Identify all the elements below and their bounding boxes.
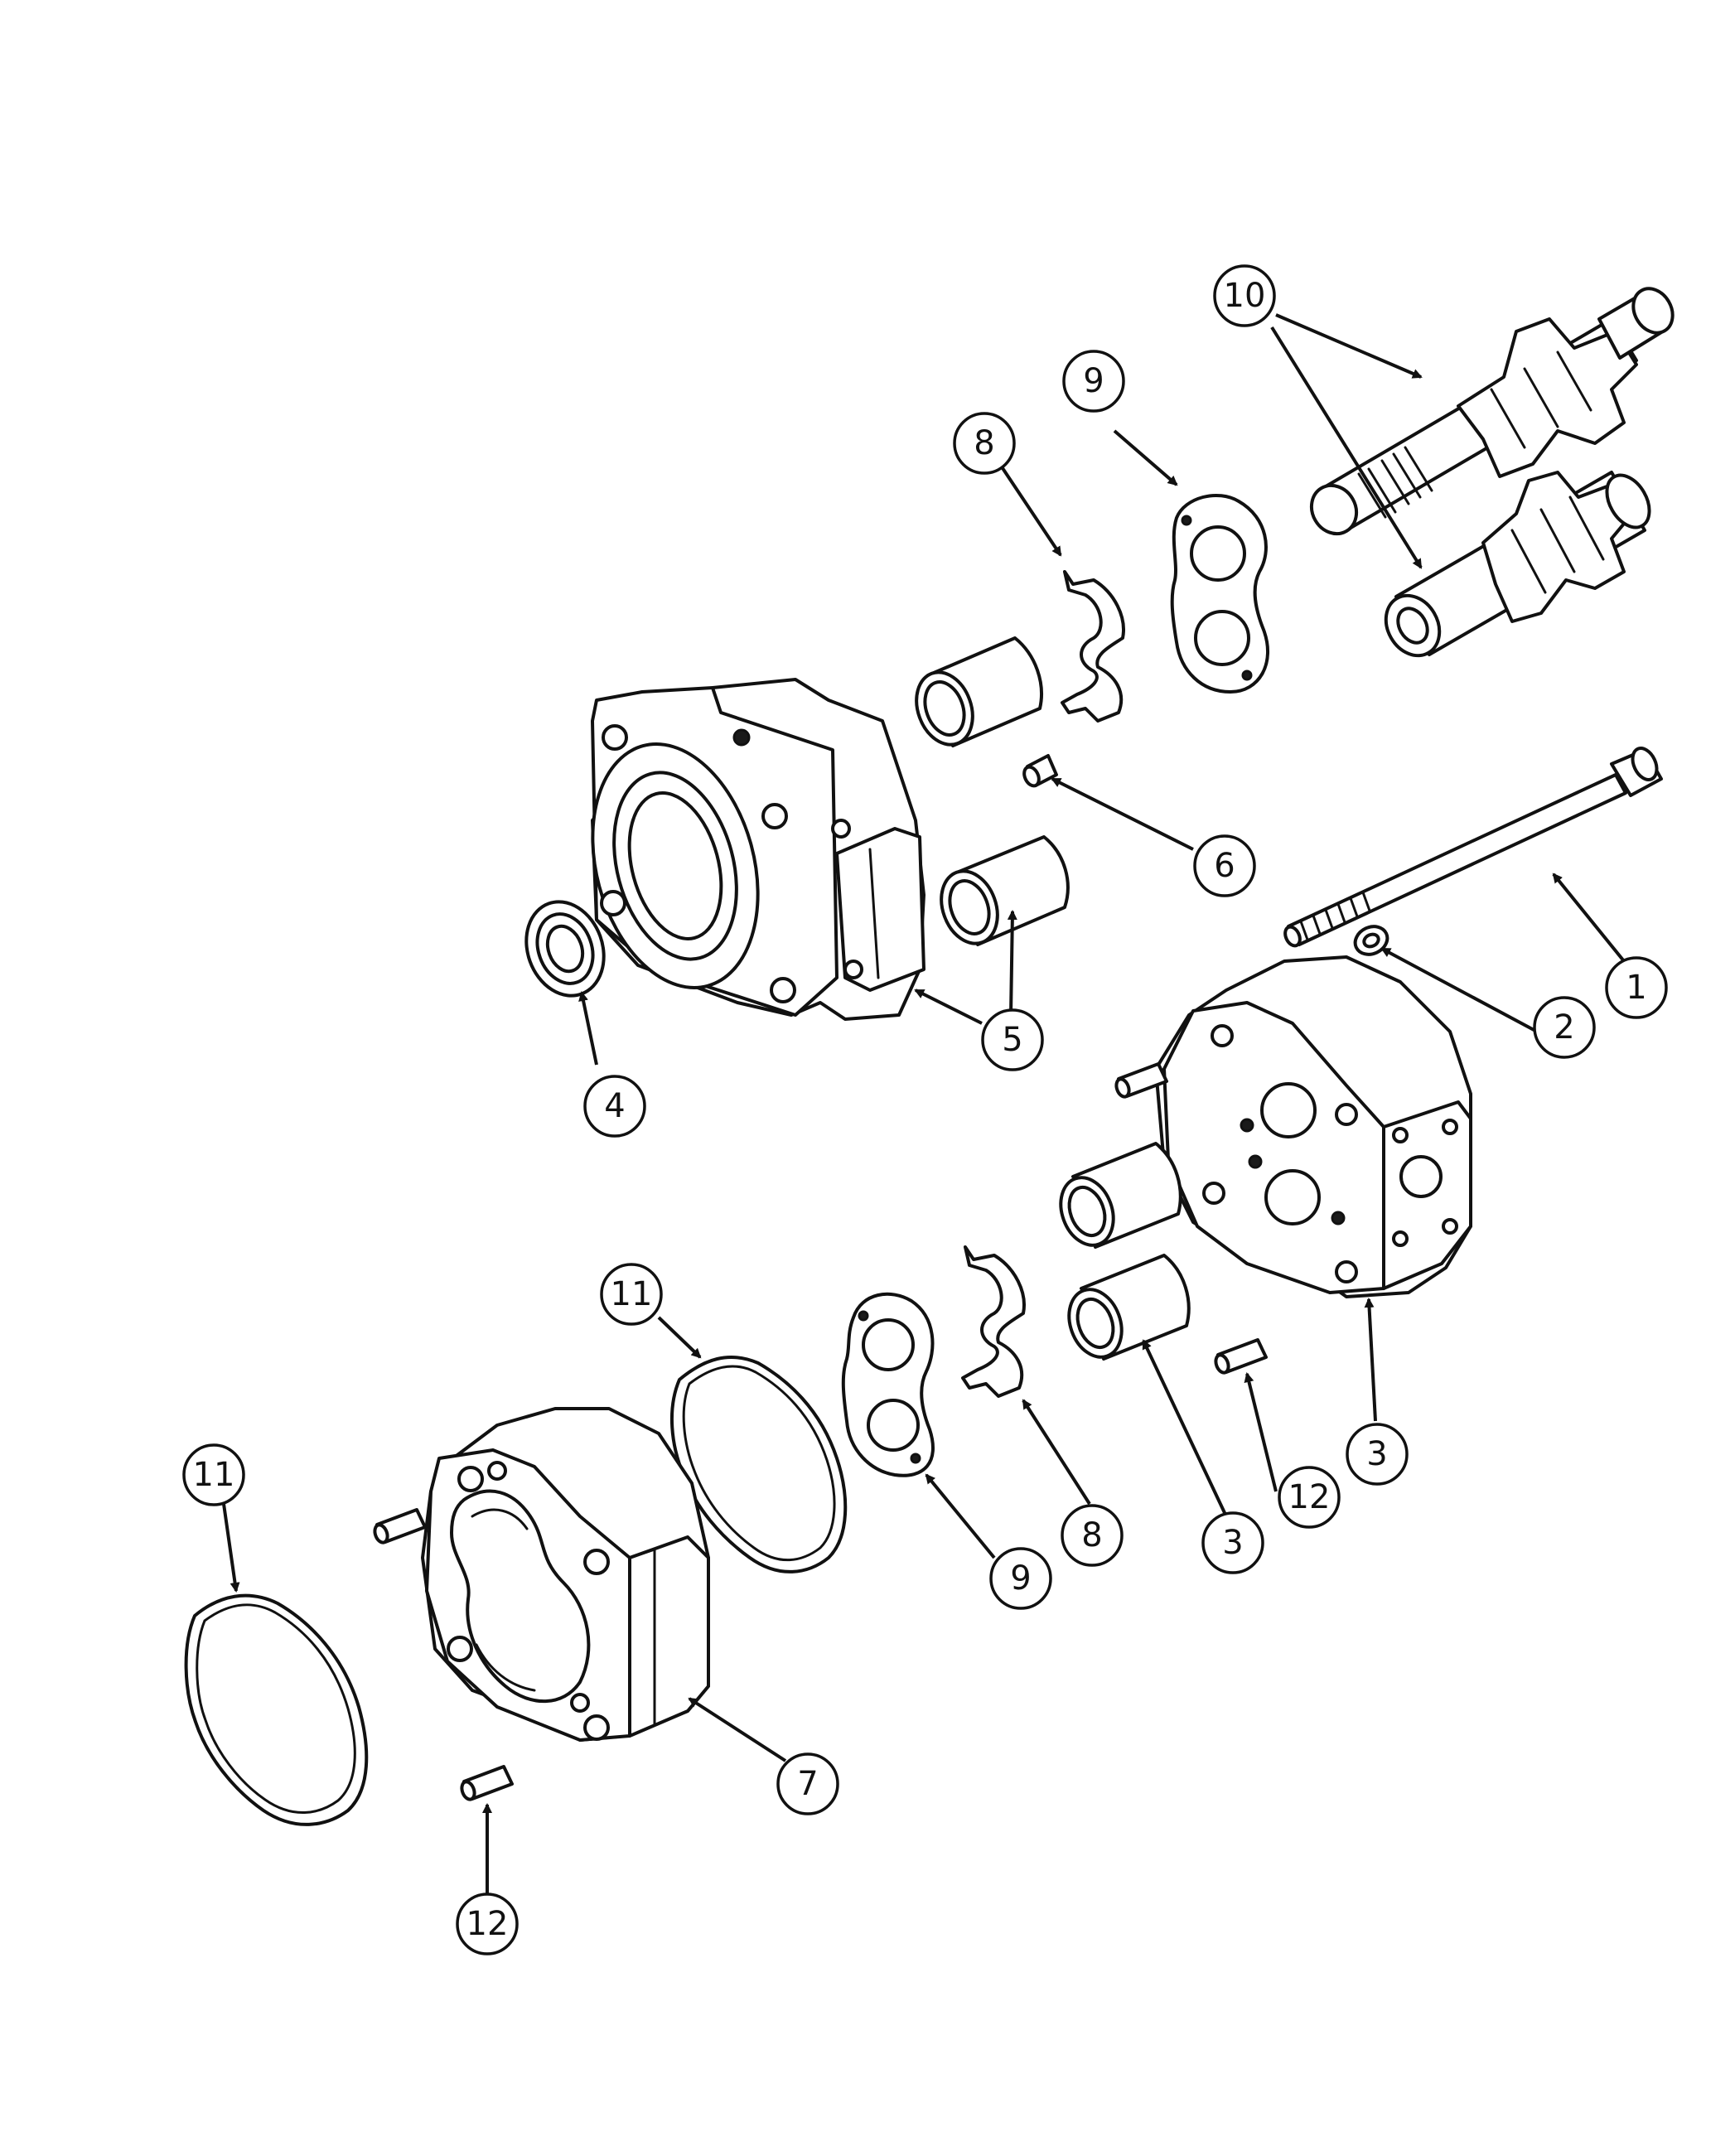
rear-cover: [1154, 955, 1472, 1298]
callout-8-lower: 8: [1061, 1504, 1124, 1567]
front-flange-housing: [591, 678, 925, 1021]
lower-wear-plate: [841, 1292, 935, 1477]
callout-11-middle: 11: [600, 1263, 663, 1326]
callout-2-label: 2: [1554, 1008, 1574, 1047]
callout-3-bushings: 3: [1201, 1511, 1264, 1574]
callout-9-upper-label: 9: [1083, 362, 1104, 400]
washer: [1353, 925, 1389, 956]
callout-9-lower: 9: [989, 1547, 1052, 1610]
rear-bushing-upper: [1059, 1142, 1182, 1249]
callout-11-left: 11: [182, 1443, 245, 1506]
leader-lines: [222, 313, 1626, 1897]
callout-3-cover: 3: [1346, 1423, 1409, 1486]
callout-12-right-label: 12: [1288, 1478, 1331, 1516]
callout-10: 10: [1213, 264, 1276, 327]
dowel-pin-left-lower: [460, 1765, 514, 1801]
callout-11-left-label: 11: [193, 1456, 235, 1494]
check-valve-plug: [1022, 754, 1058, 788]
gear-housing-body: [421, 1407, 710, 1742]
dowel-pin-middle: [1214, 1338, 1268, 1375]
callout-3-bushings-label: 3: [1222, 1524, 1243, 1562]
upper-seal-clip: [1061, 570, 1125, 723]
callout-8-upper: 8: [953, 412, 1016, 475]
lower-seal-clip: [961, 1245, 1026, 1398]
callout-6: 6: [1193, 834, 1256, 897]
callout-1: 1: [1605, 956, 1668, 1019]
callout-6-label: 6: [1214, 847, 1235, 885]
callout-7: 7: [776, 1752, 839, 1815]
callout-5: 5: [981, 1008, 1044, 1071]
callout-5-label: 5: [1002, 1021, 1022, 1059]
upper-bushing: [915, 636, 1043, 747]
callout-1-label: 1: [1626, 969, 1646, 1007]
callout-3-cover-label: 3: [1366, 1435, 1387, 1473]
seal-ring-left: [184, 1593, 369, 1826]
callout-7-label: 7: [797, 1765, 818, 1803]
callout-4-label: 4: [604, 1087, 625, 1125]
upper-wear-plate: [1170, 493, 1269, 694]
dowel-pin-upper: [1114, 1062, 1168, 1099]
callout-9-upper: 9: [1062, 350, 1125, 413]
callout-12-left-label: 12: [466, 1905, 509, 1943]
callout-2: 2: [1533, 996, 1596, 1059]
dowel-pin-left-upper: [373, 1508, 427, 1544]
callout-9-lower-label: 9: [1010, 1559, 1031, 1598]
callout-8-upper-label: 8: [974, 424, 994, 462]
lower-bushing: [940, 835, 1070, 946]
through-bolt: [1283, 747, 1663, 948]
callout-4: 4: [583, 1075, 646, 1138]
shaft-seal: [524, 900, 606, 998]
callout-11-middle-label: 11: [611, 1275, 653, 1313]
callout-10-label: 10: [1224, 277, 1266, 315]
drive-gear-shaft: [1309, 287, 1675, 536]
callout-8-lower-label: 8: [1081, 1516, 1102, 1554]
driven-gear-shaft: [1384, 471, 1651, 658]
callout-12-left: 12: [456, 1893, 519, 1955]
callout-12-right: 12: [1278, 1466, 1341, 1529]
rear-bushing-lower: [1067, 1254, 1191, 1361]
